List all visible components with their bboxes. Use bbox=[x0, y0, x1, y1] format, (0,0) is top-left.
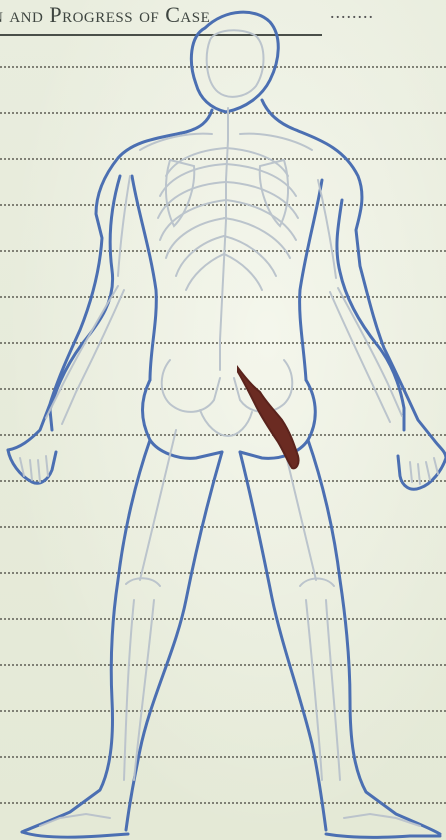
skeleton-bones bbox=[20, 30, 438, 826]
